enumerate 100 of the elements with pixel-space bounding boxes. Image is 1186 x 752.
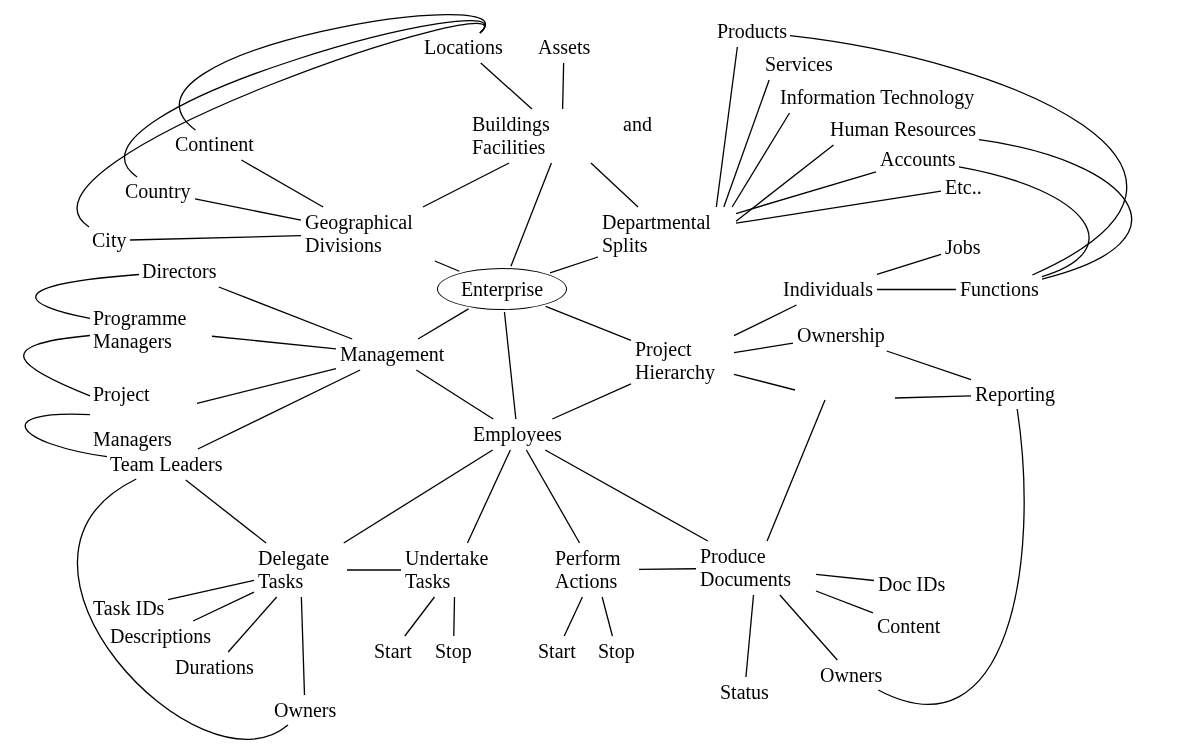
topic-label: Human Resources — [830, 118, 977, 141]
topic-ellipse: Enterprise — [437, 268, 567, 310]
connector-line — [601, 596, 614, 637]
connector-line — [453, 596, 456, 637]
connector-line — [715, 46, 738, 208]
connector-line — [422, 162, 510, 208]
connector-line — [503, 311, 517, 420]
topic-label: Locations — [424, 36, 503, 59]
topic-label: Content — [877, 615, 941, 638]
connector-line — [886, 350, 972, 381]
connector-line — [76, 23, 484, 228]
topic-label: Directors — [142, 260, 217, 283]
topic-label: Reporting — [975, 383, 1055, 406]
connector-line — [510, 162, 553, 267]
connector-line — [735, 171, 877, 215]
topic-label: Functions — [960, 278, 1039, 301]
connector-line — [218, 286, 353, 340]
connector-line — [480, 62, 533, 110]
topic-label: Delegate Tasks — [258, 547, 343, 593]
topic-label: Team Leaders — [110, 453, 223, 476]
connector-line — [877, 408, 1025, 705]
topic-label: Task IDs — [93, 597, 165, 620]
topic-label: Jobs — [945, 236, 981, 259]
topic-label: City — [92, 229, 127, 252]
connector-line — [551, 383, 632, 420]
topic-label: Owners — [820, 664, 883, 687]
topic-label: Start — [538, 640, 576, 663]
connector-line — [211, 335, 337, 350]
connector-line — [129, 235, 302, 241]
connector-line — [196, 367, 337, 405]
topic-label: Employees — [473, 423, 562, 446]
connector-line — [779, 594, 838, 661]
connector-line — [815, 590, 874, 614]
topic-label: Undertake Tasks — [405, 547, 505, 593]
connector-line — [958, 166, 1090, 278]
connector-line — [415, 369, 494, 420]
connector-line — [731, 112, 791, 208]
connector-line — [343, 449, 494, 544]
topic-label: Perform Actions — [555, 547, 635, 593]
connector-line — [404, 596, 436, 637]
connector-line — [197, 369, 361, 450]
connector-line — [561, 62, 565, 110]
connector-line — [300, 596, 306, 696]
connector-line — [745, 594, 755, 678]
connector-line — [638, 568, 697, 571]
connector-line — [789, 35, 1127, 276]
connector-line — [179, 13, 486, 131]
topic-label: Individuals — [783, 278, 873, 301]
connector-line — [978, 139, 1133, 280]
topic-label: Accounts — [880, 148, 956, 171]
connector-line — [735, 144, 835, 222]
connector-line — [545, 305, 632, 342]
connector-line — [733, 373, 796, 391]
topic-label: Doc IDs — [878, 573, 946, 596]
topic-label: Products — [717, 20, 787, 43]
topic-label: Descriptions — [110, 625, 212, 648]
topic-label: Programme Managers — [93, 307, 208, 353]
connector-line — [723, 79, 770, 208]
connector-line — [735, 190, 942, 224]
connector-line — [76, 478, 289, 740]
topic-label: Management — [340, 343, 445, 366]
topic-label: Assets — [538, 36, 591, 59]
connector-line — [876, 288, 957, 291]
connector-line — [733, 304, 798, 337]
topic-label: Start — [374, 640, 412, 663]
connector-line — [194, 198, 302, 221]
topic-label: Durations — [175, 656, 254, 679]
topic-label: Buildings and Facilities — [472, 113, 652, 159]
topic-label: Stop — [598, 640, 635, 663]
topic-label: Stop — [435, 640, 472, 663]
connector-line — [240, 159, 324, 208]
connector-line — [123, 19, 485, 178]
connector-line — [24, 413, 108, 458]
topic-label: Country — [125, 180, 191, 203]
connector-line — [544, 449, 709, 542]
connector-line — [815, 573, 875, 582]
connector-line — [23, 334, 91, 397]
connector-line — [525, 449, 581, 544]
connector-line — [876, 253, 942, 275]
connector-line — [590, 162, 639, 208]
topic-label: Information Technology — [780, 86, 975, 109]
topic-label: Produce Documents — [700, 545, 812, 591]
topic-label: Etc.. — [945, 176, 982, 199]
topic-label: Status — [720, 681, 769, 704]
connector-line — [167, 579, 255, 601]
connector-line — [417, 308, 470, 340]
connector-line — [227, 596, 278, 653]
connector-line — [894, 395, 972, 399]
topic-label: Owners — [274, 699, 337, 722]
connector-line — [185, 479, 267, 544]
topic-label: Continent — [175, 133, 254, 156]
topic-label: Geographical Divisions — [305, 211, 435, 257]
connector-line — [549, 256, 599, 274]
connector-line — [35, 273, 140, 320]
connector-line — [346, 569, 402, 571]
topic-label: Departmental Splits — [602, 211, 732, 257]
connector-line — [563, 596, 584, 637]
topic-label: Services — [765, 53, 833, 76]
connector-line — [733, 342, 794, 354]
connector-line — [466, 449, 511, 544]
